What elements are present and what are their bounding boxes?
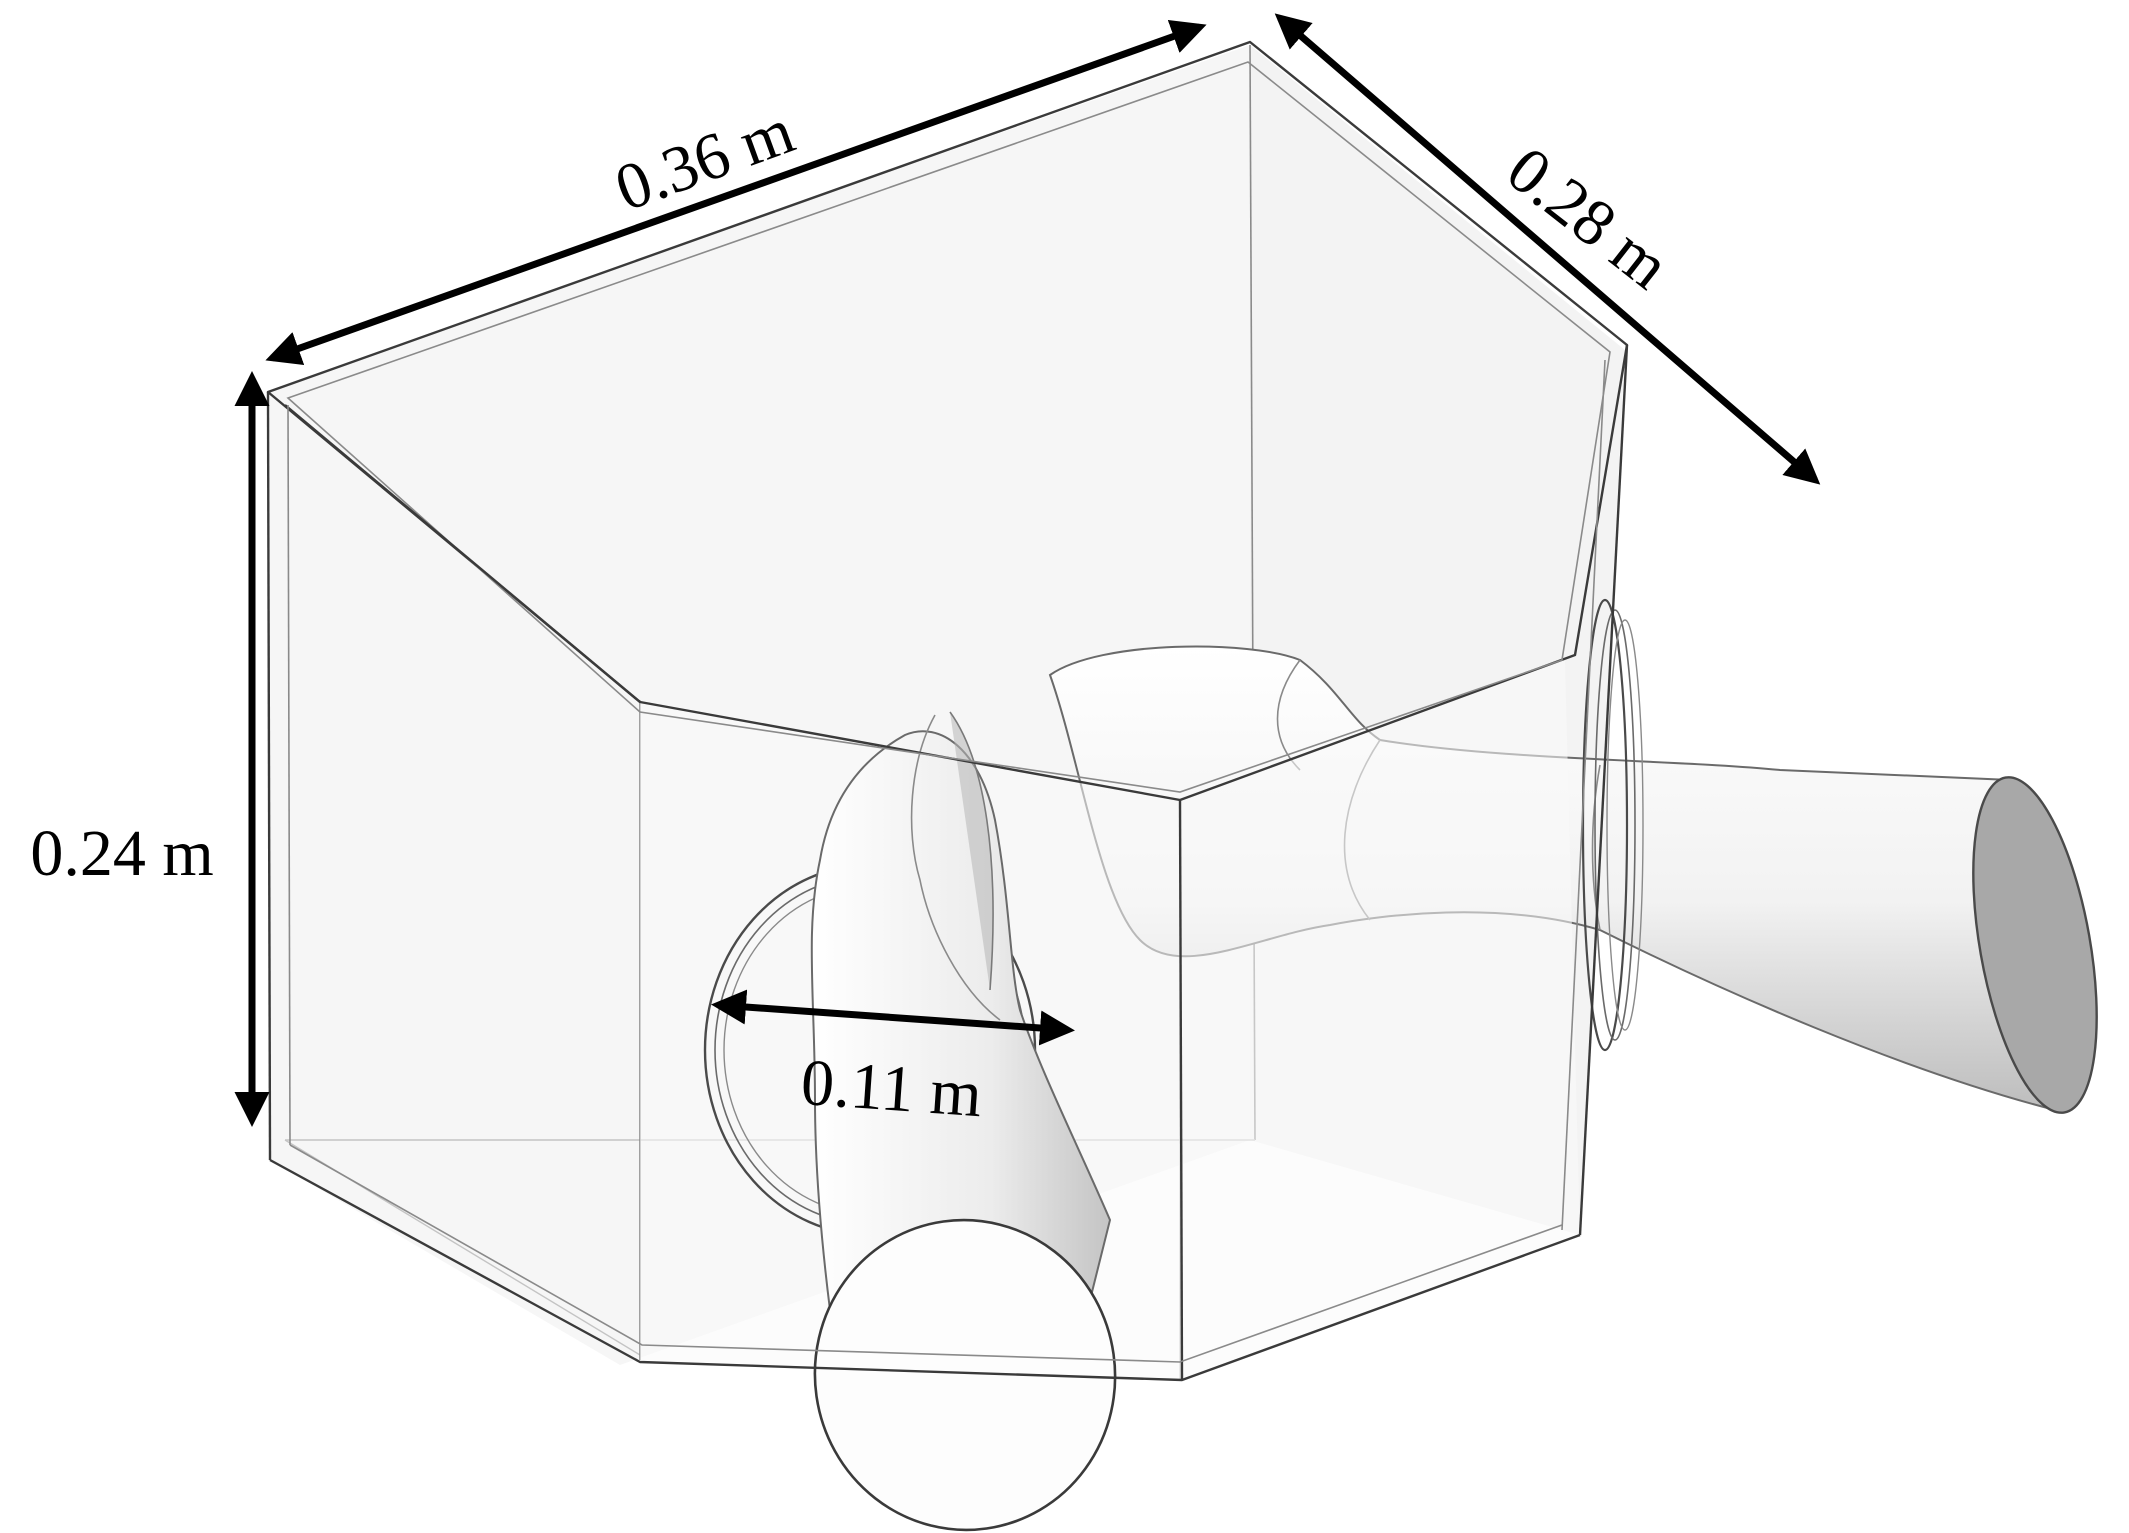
right-porthole [1581, 598, 1644, 1052]
length-arrow [265, 19, 1207, 366]
dimension-arrows [234, 13, 1821, 1127]
height-label: 0.24 m [30, 817, 213, 890]
left-pipe-outlet [813, 1218, 1117, 1532]
diameter-label: 0.11 m [799, 1046, 985, 1131]
width-arrow [1274, 13, 1821, 485]
diameter-arrow [711, 989, 1075, 1046]
box-outline [266, 40, 1629, 1382]
right-pipe-outlet [1972, 776, 2098, 1114]
